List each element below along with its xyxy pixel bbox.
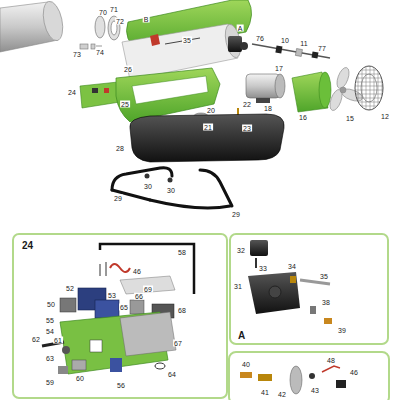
callout-number: 71 xyxy=(109,6,119,13)
combustion-chamber xyxy=(0,0,66,52)
callout-number: 21 xyxy=(203,124,213,131)
callout-number: 50 xyxy=(46,301,56,308)
callout-number: 35 xyxy=(182,37,192,44)
callout-number: 35 xyxy=(319,273,329,280)
nozzle-panel xyxy=(229,352,389,400)
callout-number: 55 xyxy=(45,317,55,324)
callout-number: 69 xyxy=(143,286,153,293)
detail-panel: A xyxy=(229,233,389,345)
callout-number: 53 xyxy=(107,292,117,299)
callout-number: 42 xyxy=(277,391,287,398)
callout-number: 46 xyxy=(349,369,359,376)
callout-number: 17 xyxy=(274,65,284,72)
callout-number: 60 xyxy=(75,375,85,382)
callout-number: 63 xyxy=(45,355,55,362)
callout-number: 73 xyxy=(72,51,82,58)
pump xyxy=(228,36,248,52)
motor xyxy=(246,74,285,103)
fan-grill xyxy=(355,66,383,110)
callout-number: 31 xyxy=(233,283,243,290)
rod-assembly xyxy=(252,44,330,58)
control-board xyxy=(80,82,120,108)
callout-number: 40 xyxy=(241,361,251,368)
callout-number: 26 xyxy=(123,66,133,73)
callout-number: 65 xyxy=(119,304,129,311)
callout-number: 30 xyxy=(166,187,176,194)
callout-number: 43 xyxy=(310,387,320,394)
fuel-tank xyxy=(130,114,284,162)
callout-number: 29 xyxy=(113,195,123,202)
callout-number: B xyxy=(143,16,150,23)
callout-number: 16 xyxy=(298,114,308,121)
callout-number: 72 xyxy=(115,18,125,25)
callout-number: 48 xyxy=(326,357,336,364)
callout-number: 66 xyxy=(134,293,144,300)
callout-number: 10 xyxy=(280,37,290,44)
frame-tubes xyxy=(112,168,232,208)
callout-number: 59 xyxy=(45,379,55,386)
callout-number: 56 xyxy=(116,382,126,389)
callout-number: 32 xyxy=(236,247,246,254)
fan-shroud xyxy=(292,72,331,112)
nozzle-exploded xyxy=(240,366,346,394)
callout-number: 23 xyxy=(242,125,252,132)
callout-number: 18 xyxy=(263,105,273,112)
callout-number: 34 xyxy=(287,263,297,270)
callout-number: 70 xyxy=(98,9,108,16)
callout-number: 61 xyxy=(53,337,63,344)
callout-number: 39 xyxy=(337,327,347,334)
callout-number: 58 xyxy=(177,249,187,256)
callout-number: 67 xyxy=(173,340,183,347)
callout-number: 28 xyxy=(115,145,125,152)
callout-number: 15 xyxy=(345,115,355,122)
callout-number: 52 xyxy=(65,285,75,292)
callout-number: 33 xyxy=(258,265,268,272)
callout-number: 24 xyxy=(67,89,77,96)
callout-number: 68 xyxy=(177,307,187,314)
callout-number: 11 xyxy=(299,40,308,47)
callout-number: 76 xyxy=(255,35,265,42)
callout-number: 41 xyxy=(260,389,270,396)
lower-shell xyxy=(116,68,220,122)
callout-number: A xyxy=(237,25,244,32)
callout-number: 30 xyxy=(143,183,153,190)
callout-number: 29 xyxy=(231,211,241,218)
callout-number: 74 xyxy=(95,49,105,56)
pump-exploded xyxy=(248,240,332,324)
callout-number: 12 xyxy=(380,113,390,120)
callout-number: 20 xyxy=(206,107,216,114)
callout-number: 38 xyxy=(321,299,331,306)
control-unit-exploded xyxy=(42,244,194,374)
callout-number: 25 xyxy=(120,101,130,108)
callout-number: 77 xyxy=(317,45,327,52)
callout-number: 54 xyxy=(45,328,55,335)
callout-number: 62 xyxy=(31,336,41,343)
callout-number: 64 xyxy=(167,371,177,378)
callout-number: 22 xyxy=(242,101,252,108)
panel-heading: A xyxy=(238,331,245,341)
panel-heading: 24 xyxy=(22,241,33,251)
callout-number: 46 xyxy=(132,268,142,275)
